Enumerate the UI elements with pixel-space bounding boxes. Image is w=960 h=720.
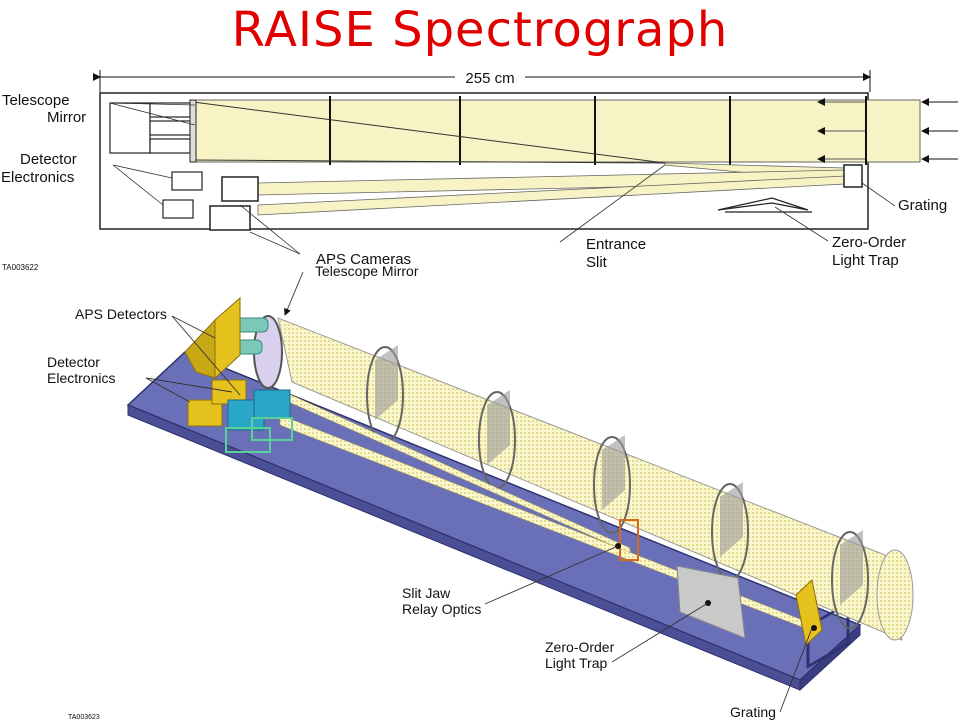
figure-id-top: TA003622 bbox=[2, 263, 39, 272]
label-aps-detectors: APS Detectors bbox=[75, 306, 167, 322]
top-view: 255 cm bbox=[1, 68, 958, 272]
baffle-ring bbox=[831, 531, 869, 629]
electronics-box bbox=[162, 199, 194, 219]
zero-order-trap bbox=[676, 565, 746, 639]
label-telescope-mirror: Telescope Mirror bbox=[315, 263, 419, 279]
dimension-label: 255 cm bbox=[465, 70, 514, 87]
label-zero-order-top: Zero-Order bbox=[832, 234, 906, 251]
label-mirror: Mirror bbox=[47, 109, 86, 126]
figure-id-iso: TA003623 bbox=[68, 714, 100, 720]
label-electronics: Electronics bbox=[1, 169, 74, 186]
page-title: RAISE Spectrograph bbox=[231, 2, 729, 58]
mirror-mount bbox=[109, 102, 151, 154]
label-electronics: Electronics bbox=[47, 370, 115, 386]
electronics-box bbox=[171, 171, 203, 191]
label-grating: Grating bbox=[730, 704, 776, 720]
label-slit-jaw: Slit Jaw bbox=[402, 585, 451, 601]
telescope-cylinder bbox=[277, 317, 903, 641]
label-light-trap-top: Light Trap bbox=[832, 252, 899, 269]
label-detector: Detector bbox=[20, 151, 77, 168]
label-entrance: Entrance bbox=[586, 236, 646, 253]
label-grating-top: Grating bbox=[898, 197, 947, 214]
mirror-mount bbox=[214, 296, 241, 380]
baffle-ring bbox=[593, 436, 631, 534]
label-zero-order: Zero-Order bbox=[545, 639, 615, 655]
aps-detector bbox=[253, 389, 291, 419]
isometric-view: Telescope Mirror APS Detectors Detector … bbox=[47, 263, 914, 720]
label-telescope: Telescope bbox=[2, 92, 70, 109]
label-slit: Slit bbox=[586, 254, 608, 271]
label-aps-cameras: APS Cameras bbox=[316, 251, 411, 268]
label-light-trap: Light Trap bbox=[545, 655, 607, 671]
slit-jaw-optics bbox=[619, 519, 639, 561]
label-detector: Detector bbox=[47, 354, 100, 370]
label-relay-optics: Relay Optics bbox=[402, 601, 481, 617]
aps-camera bbox=[209, 205, 251, 231]
electronics-box bbox=[187, 399, 223, 427]
zero-order-trap bbox=[717, 197, 809, 211]
aps-camera bbox=[221, 176, 259, 202]
grating bbox=[843, 164, 863, 188]
main-beam bbox=[192, 99, 921, 163]
